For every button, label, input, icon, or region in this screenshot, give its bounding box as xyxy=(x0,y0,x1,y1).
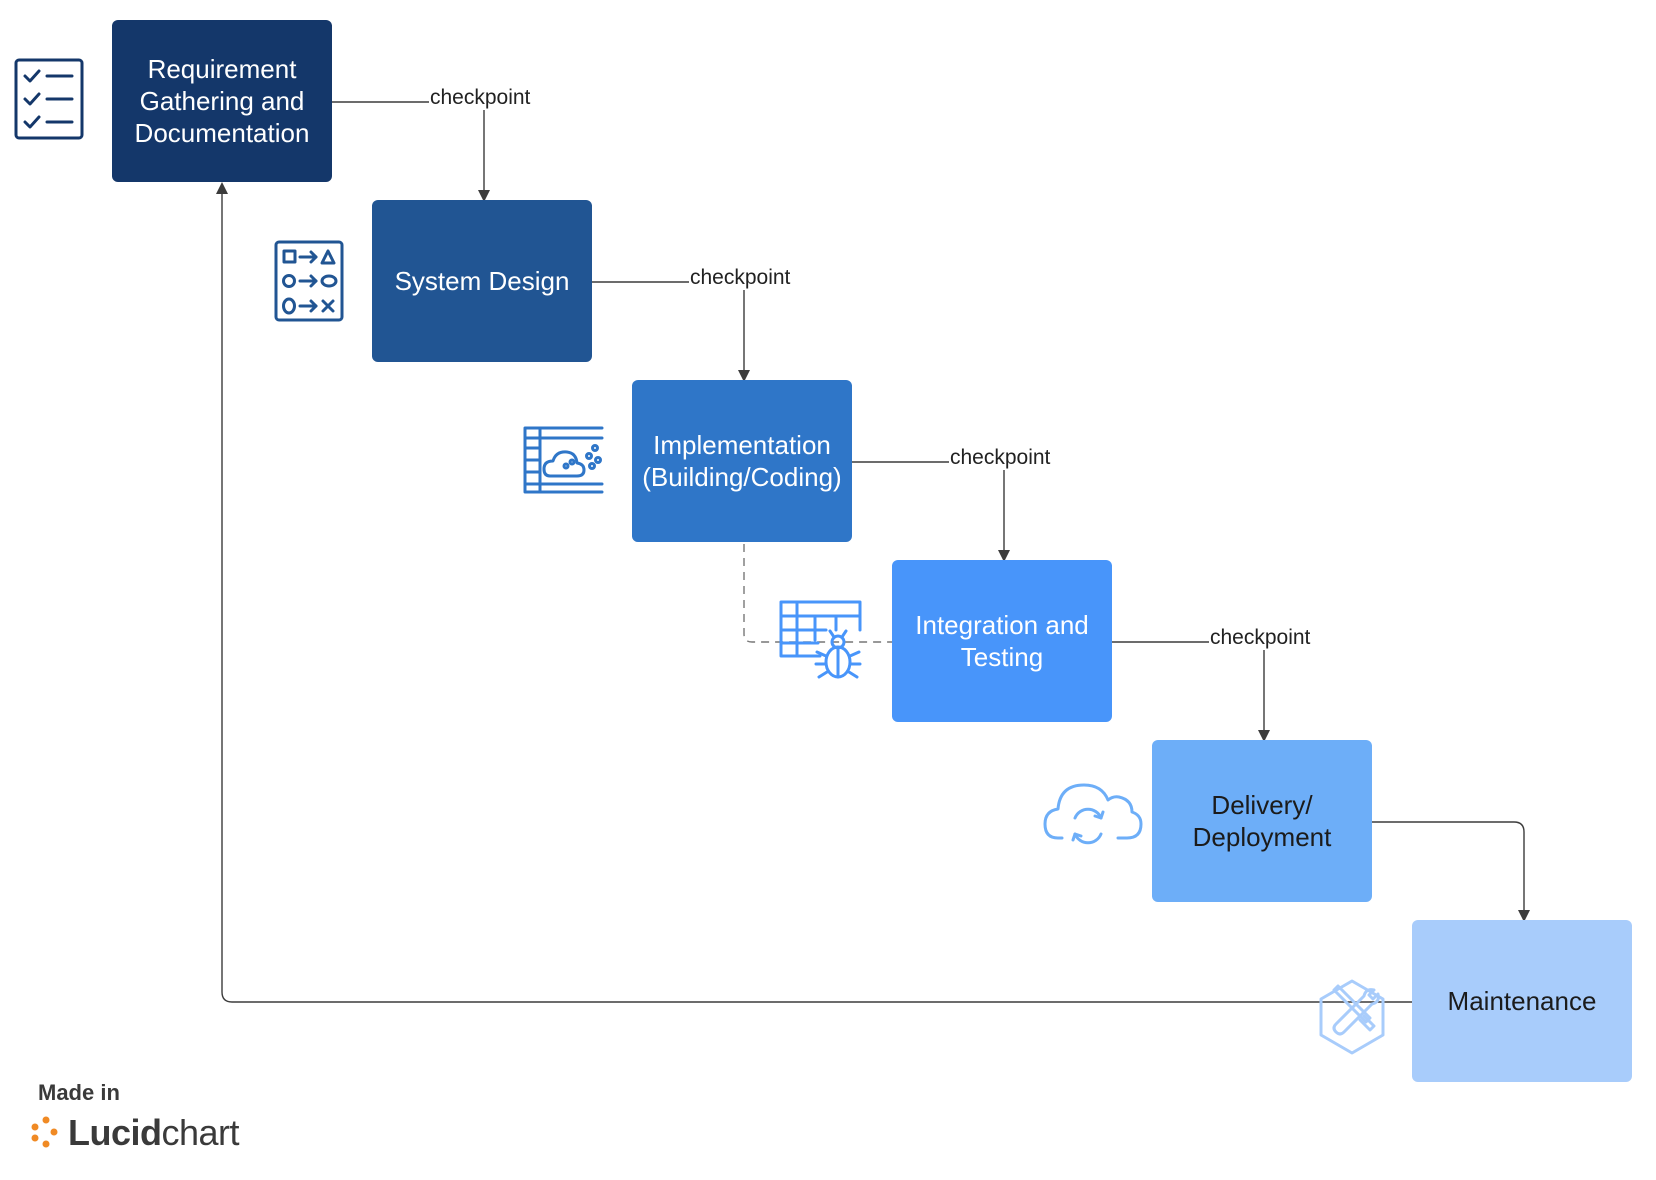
step-implementation[interactable]: Implementation (Building/Coding) xyxy=(632,380,852,542)
step-system-design[interactable]: System Design xyxy=(372,200,592,362)
feedback-loop-connector xyxy=(216,182,1412,1003)
flowchart-icon xyxy=(274,240,344,322)
lucidchart-logo-icon xyxy=(31,1116,58,1148)
connector-5-6 xyxy=(1372,821,1530,922)
connector-1-2 xyxy=(332,101,490,202)
code-dashboard-icon xyxy=(523,426,604,494)
connector-2-3 xyxy=(592,281,750,382)
checkpoint-label-3: checkpoint xyxy=(949,446,1052,470)
bug-table-icon xyxy=(779,600,862,679)
made-in-label: Made in xyxy=(38,1080,120,1105)
brand-bold: Lucid xyxy=(68,1112,162,1153)
checklist-icon xyxy=(14,58,84,140)
connector-4-5 xyxy=(1112,641,1270,742)
step-requirements[interactable]: Requirement Gathering and Documentation xyxy=(112,20,332,182)
brand-regular: chart xyxy=(161,1112,240,1153)
lucidchart-wordmark: Lucidchart xyxy=(68,1112,240,1154)
checkpoint-label-2: checkpoint xyxy=(689,266,792,290)
step-integration-testing[interactable]: Integration and Testing xyxy=(892,560,1112,722)
dashed-connector xyxy=(743,544,892,643)
checkpoint-label-4: checkpoint xyxy=(1209,626,1312,650)
step-delivery-deployment[interactable]: Delivery/ Deployment xyxy=(1152,740,1372,902)
tools-icon xyxy=(1319,979,1385,1055)
checkpoint-label-1: checkpoint xyxy=(429,86,532,110)
connector-3-4 xyxy=(852,461,1010,562)
step-maintenance[interactable]: Maintenance xyxy=(1412,920,1632,1082)
cloud-sync-icon xyxy=(1043,783,1143,845)
